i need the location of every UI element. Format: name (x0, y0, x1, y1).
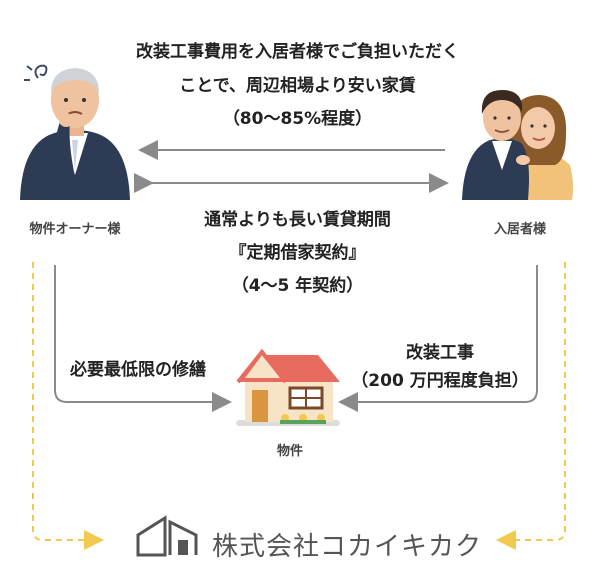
right-flow-line2: （200 万円程度負担） (351, 371, 529, 391)
top-message-line1: 改装工事費用を入居者様でご負担いただく (136, 42, 459, 62)
renovation-flow-line (338, 265, 538, 412)
top-message-line2: ことで、周辺相場より安い家賃 (179, 76, 416, 96)
middle-message-line3: （4〜5 年契約） (231, 276, 364, 296)
property-label: 物件 (276, 444, 303, 459)
left-flow-label: 必要最低限の修繕 (70, 360, 206, 380)
company-name: 株式会社コカイキカク (212, 532, 483, 562)
repair-flow-line (54, 265, 232, 412)
owner-label: 物件オーナー様 (29, 222, 121, 237)
middle-message-line2: 『定期借家契約』 (229, 243, 366, 263)
owner-company-dashed-line (32, 262, 104, 550)
tenant-label: 入居者様 (493, 222, 546, 237)
tenant-company-dashed-line (496, 262, 566, 550)
top-message-line3: （80〜85%程度） (222, 109, 373, 129)
right-flow-line1: 改装工事 (406, 343, 474, 363)
middle-message-line1: 通常よりも長い賃貸期間 (204, 210, 391, 230)
